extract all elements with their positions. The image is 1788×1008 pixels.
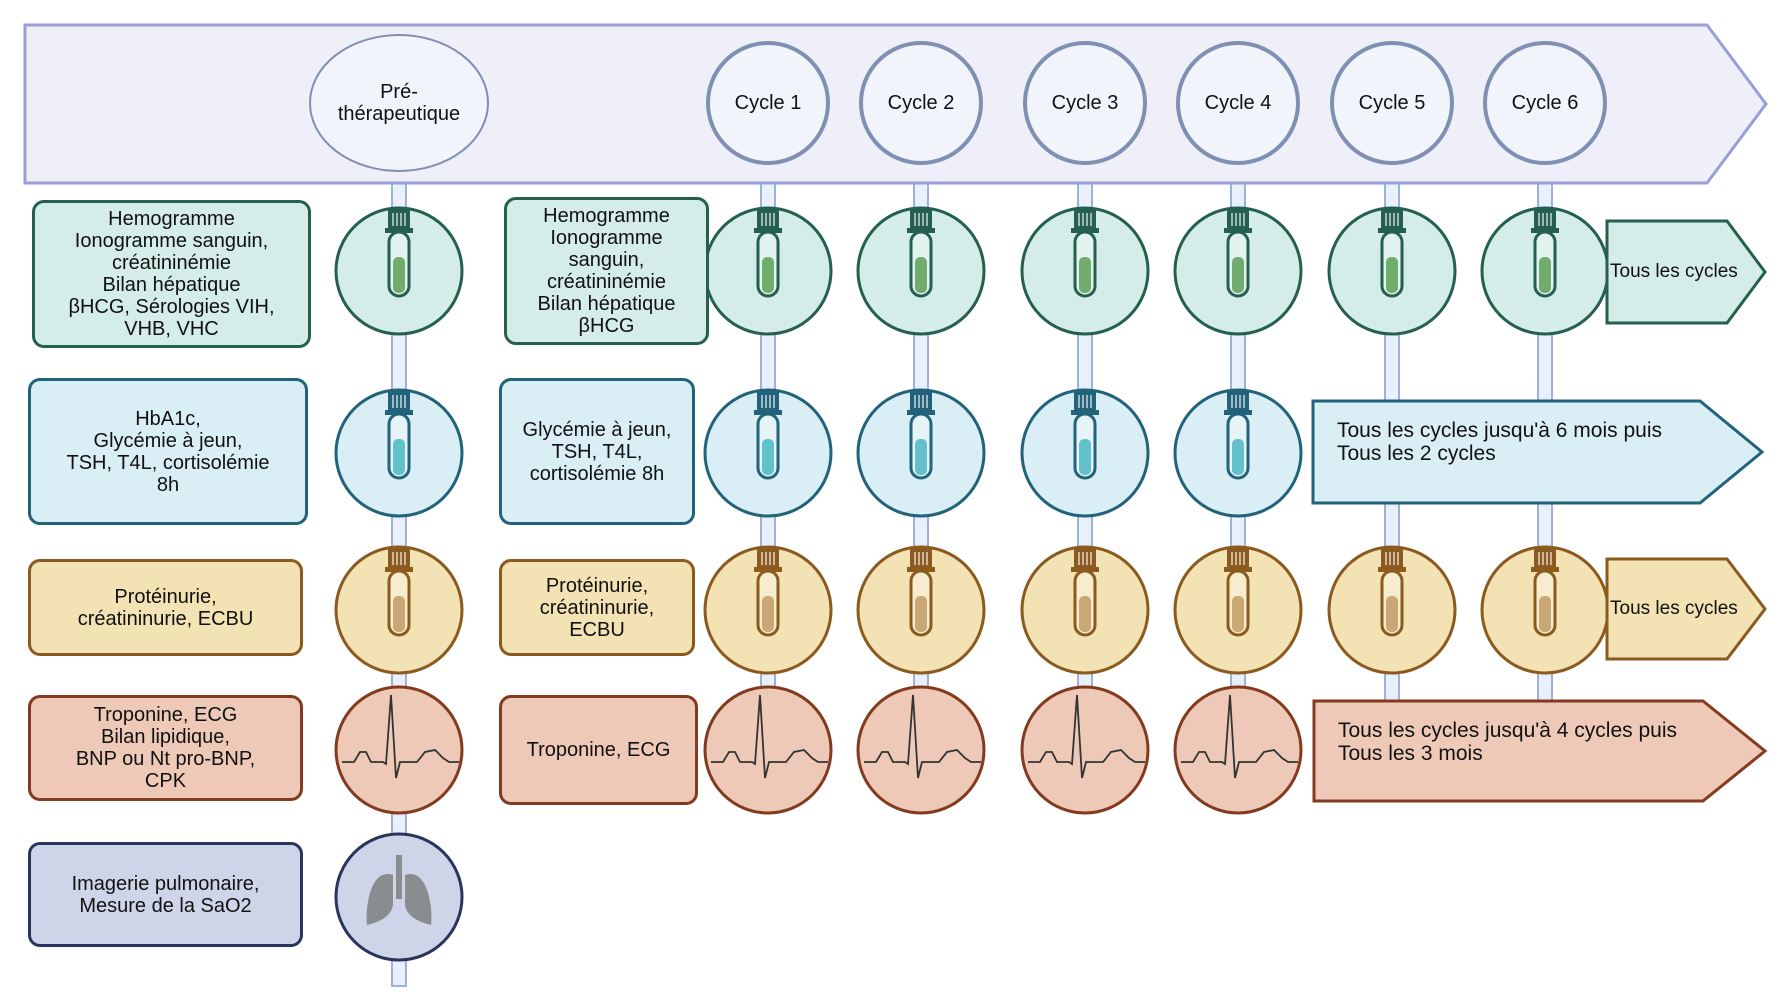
lungs-icon-pre (334, 832, 464, 962)
cycle-exam-box-blood-endocrine: Glycémie à jeun, TSH, T4L, cortisolémie … (499, 378, 695, 525)
pre-exam-box-urine: Protéinurie, créatininurie, ECBU (28, 559, 303, 656)
phase-c6 (1483, 41, 1607, 165)
phase-c2 (859, 41, 983, 165)
urine-tube-icon-c4 (1173, 545, 1303, 675)
pre-exam-box-blood-endocrine: HbA1c, Glycémie à jeun, TSH, T4L, cortis… (28, 378, 308, 525)
blood-tube-icon-c1 (703, 206, 833, 336)
blood-tube-icon-c2 (856, 388, 986, 518)
frequency-arrow-blood-general (1605, 219, 1767, 325)
pre-exam-box-blood-general: Hemogramme Ionogramme sanguin, créatinin… (32, 200, 311, 348)
blood-tube-icon-c5 (1327, 206, 1457, 336)
frequency-arrow-cardiac (1312, 699, 1768, 803)
blood-tube-icon-c4 (1173, 206, 1303, 336)
urine-tube-icon-c6 (1480, 545, 1610, 675)
ecg-icon-c1 (703, 685, 833, 815)
frequency-arrow-blood-endocrine (1311, 399, 1765, 505)
blood-tube-icon-c6 (1480, 206, 1610, 336)
ecg-icon-pre (334, 685, 464, 815)
pre-exam-box-pulmonary: Imagerie pulmonaire, Mesure de la SaO2 (28, 842, 303, 947)
cycle-exam-box-cardiac: Troponine, ECG (499, 695, 698, 805)
ecg-icon-c4 (1173, 685, 1303, 815)
frequency-arrow-urine (1605, 557, 1767, 661)
cycle-exam-box-blood-general: Hemogramme Ionogramme sanguin, créatinin… (504, 197, 709, 345)
cycle-exam-box-urine: Protéinurie, créatininurie, ECBU (499, 559, 695, 656)
blood-tube-icon-c2 (856, 206, 986, 336)
phase-pre-therapeutic (309, 34, 489, 172)
blood-tube-icon-c1 (703, 388, 833, 518)
pre-exam-box-cardiac: Troponine, ECG Bilan lipidique, BNP ou N… (28, 695, 303, 801)
ecg-icon-c2 (856, 685, 986, 815)
ecg-icon-c3 (1020, 685, 1150, 815)
urine-tube-icon-c3 (1020, 545, 1150, 675)
blood-tube-icon-c3 (1020, 206, 1150, 336)
phase-c5 (1330, 41, 1454, 165)
blood-tube-icon-pre (334, 206, 464, 336)
exam-nodes (334, 206, 1768, 962)
urine-tube-icon-pre (334, 545, 464, 675)
blood-tube-icon-c4 (1173, 388, 1303, 518)
phase-c3 (1023, 41, 1147, 165)
urine-tube-icon-c5 (1327, 545, 1457, 675)
timeline-banner (23, 23, 1768, 185)
blood-tube-icon-pre (334, 388, 464, 518)
phase-c1 (706, 41, 830, 165)
urine-tube-icon-c2 (856, 545, 986, 675)
urine-tube-icon-c1 (703, 545, 833, 675)
phase-c4 (1176, 41, 1300, 165)
blood-tube-icon-c3 (1020, 388, 1150, 518)
